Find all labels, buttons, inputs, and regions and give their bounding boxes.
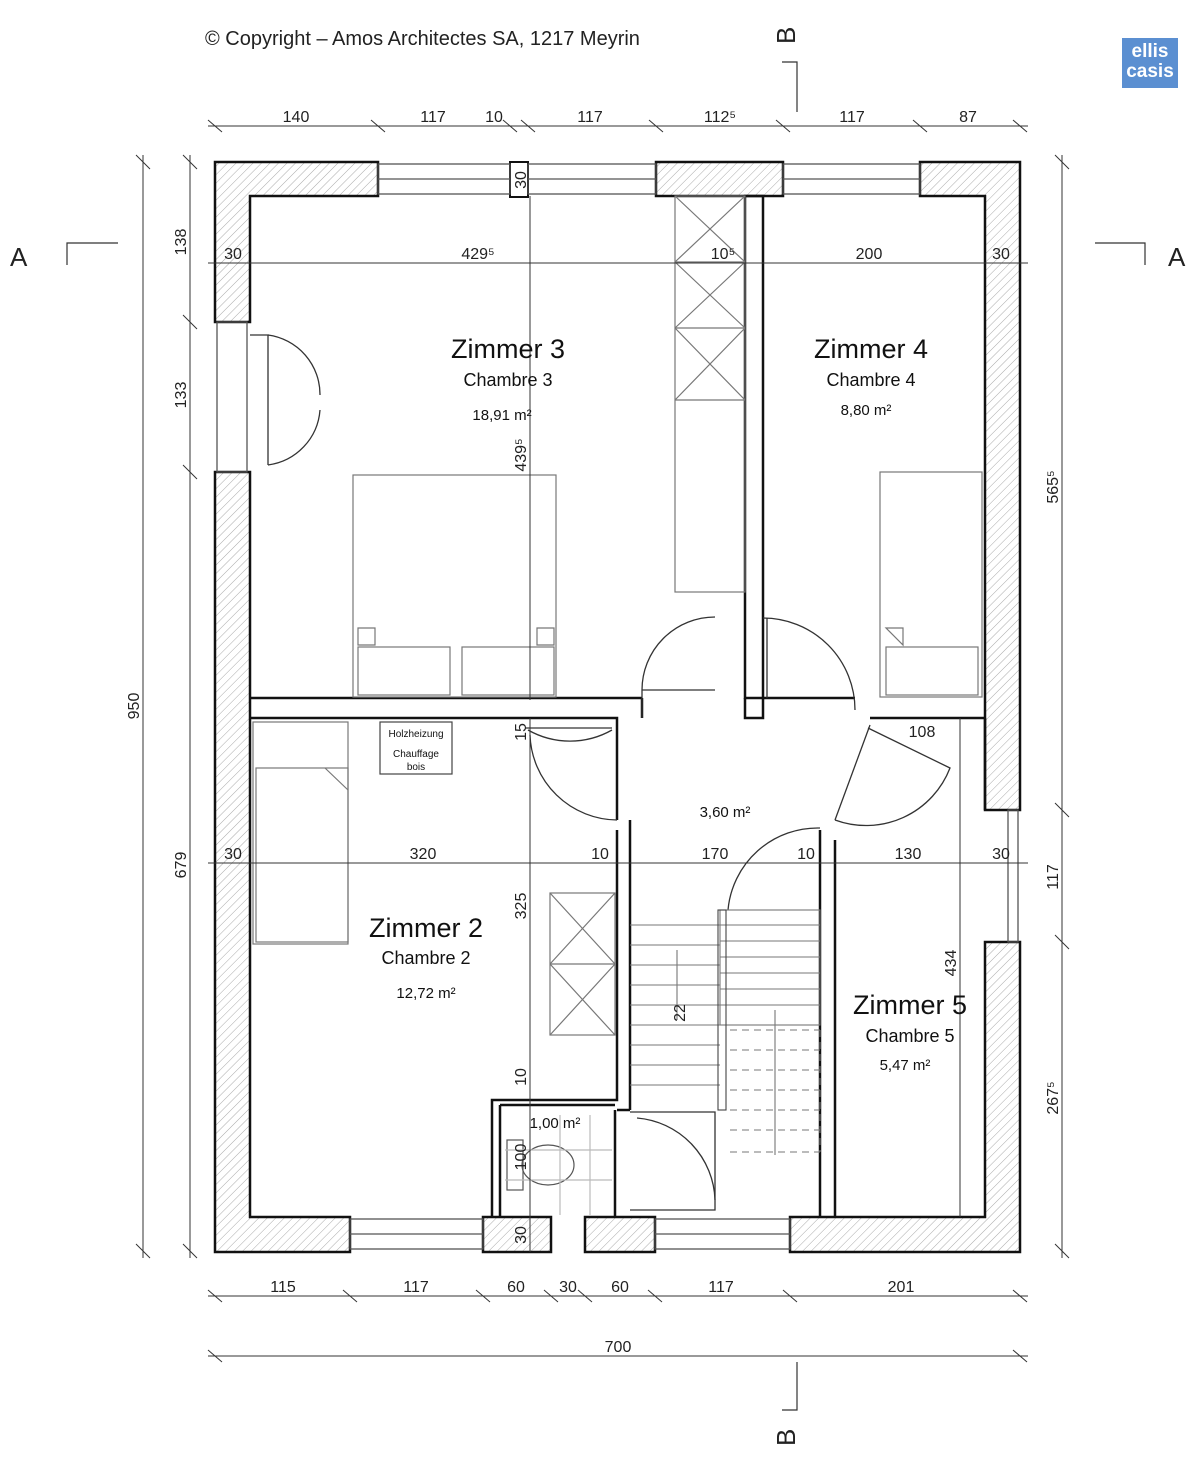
dim-right-2: 117 xyxy=(1045,864,1062,890)
zimmer2-sub: Chambre 2 xyxy=(381,948,470,968)
wardrobes xyxy=(549,195,746,1036)
section-a-right: A xyxy=(1168,242,1186,272)
zimmer3-name: Zimmer 3 xyxy=(451,334,565,364)
ellis-casis-logo: ellis casis xyxy=(1122,38,1178,88)
dim-bottom-1: 115 xyxy=(270,1279,296,1296)
dim-inner-pillar: 30 xyxy=(513,171,530,189)
dim-r2-1: 30 xyxy=(224,846,242,863)
dim-bottom-7: 201 xyxy=(888,1279,915,1296)
dim-top-3: 10 xyxy=(485,109,503,126)
dim-right-1: 565⁵ xyxy=(1045,470,1062,503)
dim-left-4: 679 xyxy=(173,852,190,879)
dim-r1-3: 10⁵ xyxy=(711,246,735,263)
zimmer3-area: 18,91 m² xyxy=(472,407,531,424)
zimmer5-name: Zimmer 5 xyxy=(853,990,967,1020)
dim-inner-stair: 22 xyxy=(672,1004,689,1022)
dim-r1-2: 429⁵ xyxy=(461,246,494,263)
dim-bottom-2: 117 xyxy=(403,1279,429,1296)
zimmer5-area: 5,47 m² xyxy=(880,1057,931,1074)
dim-inner-325: 325 xyxy=(513,893,530,920)
zimmer5-sub: Chambre 5 xyxy=(865,1026,954,1046)
dim-r1-1: 30 xyxy=(224,246,242,263)
dim-inner-100: 100 xyxy=(513,1144,530,1171)
dim-r1-4: 200 xyxy=(856,246,883,263)
dim-left-2: 133 xyxy=(173,382,190,409)
interior-walls xyxy=(250,194,987,1217)
section-a-left: A xyxy=(10,242,28,272)
zimmer4-name: Zimmer 4 xyxy=(814,334,928,364)
dim-left-1: 138 xyxy=(173,229,190,256)
heater-line1: Holzheizung xyxy=(388,729,443,740)
dim-inner-108: 108 xyxy=(909,724,936,741)
dim-r2-6: 130 xyxy=(895,846,922,863)
dim-r2-5: 10 xyxy=(797,846,815,863)
dim-top-5: 112⁵ xyxy=(704,109,736,126)
logo-line2: casis xyxy=(1126,61,1174,82)
heater-line2: Chauffage xyxy=(393,749,439,760)
logo-line1: ellis xyxy=(1131,41,1169,62)
dim-bottom-6: 117 xyxy=(708,1279,734,1296)
dim-inner-15: 15 xyxy=(513,723,530,741)
dim-r2-7: 30 xyxy=(992,846,1010,863)
section-b-top: B xyxy=(771,27,801,44)
dim-total-width: 700 xyxy=(605,1339,632,1356)
section-lines xyxy=(66,61,1146,1411)
dim-left-3: 950 xyxy=(126,693,143,720)
heater-line3: bois xyxy=(407,762,425,773)
wc-toilet xyxy=(505,1115,612,1215)
dim-bottom-3: 60 xyxy=(507,1279,525,1296)
dim-r2-4: 170 xyxy=(702,846,729,863)
doors xyxy=(250,334,951,1211)
dim-bottom-5: 60 xyxy=(611,1279,629,1296)
exterior-walls xyxy=(213,160,1022,1254)
zimmer2-area: 12,72 m² xyxy=(396,985,455,1002)
copyright-text: © Copyright – Amos Architectes SA, 1217 … xyxy=(205,28,640,50)
dim-right-3: 267⁵ xyxy=(1045,1081,1062,1114)
dim-inner-434: 434 xyxy=(943,950,960,977)
zimmer2-name: Zimmer 2 xyxy=(369,913,483,943)
dim-bottom-4: 30 xyxy=(559,1279,577,1296)
wc-area: 1,00 m² xyxy=(530,1115,581,1132)
dim-r2-3: 10 xyxy=(591,846,609,863)
dim-top-2: 117 xyxy=(420,109,446,126)
dim-r2-2: 320 xyxy=(410,846,437,863)
dimension-lines xyxy=(135,119,1070,1363)
dim-top-1: 140 xyxy=(283,109,310,126)
wood-heater xyxy=(379,721,453,775)
dim-top-7: 87 xyxy=(959,109,977,126)
dim-inner-30-bottom: 30 xyxy=(513,1226,530,1244)
hall-area: 3,60 m² xyxy=(700,804,751,821)
dim-top-6: 117 xyxy=(839,109,865,126)
dim-inner-zimmer3-depth: 439⁵ xyxy=(513,438,530,471)
section-b-bottom: B xyxy=(771,1429,801,1446)
zimmer3-sub: Chambre 3 xyxy=(463,370,552,390)
zimmer4-area: 8,80 m² xyxy=(841,402,892,419)
dim-r1-5: 30 xyxy=(992,246,1010,263)
zimmer4-sub: Chambre 4 xyxy=(826,370,915,390)
dim-top-4: 117 xyxy=(577,109,603,126)
dim-inner-10: 10 xyxy=(513,1068,530,1086)
windows xyxy=(216,163,1019,1250)
staircase xyxy=(630,909,821,1155)
beds xyxy=(252,471,983,945)
